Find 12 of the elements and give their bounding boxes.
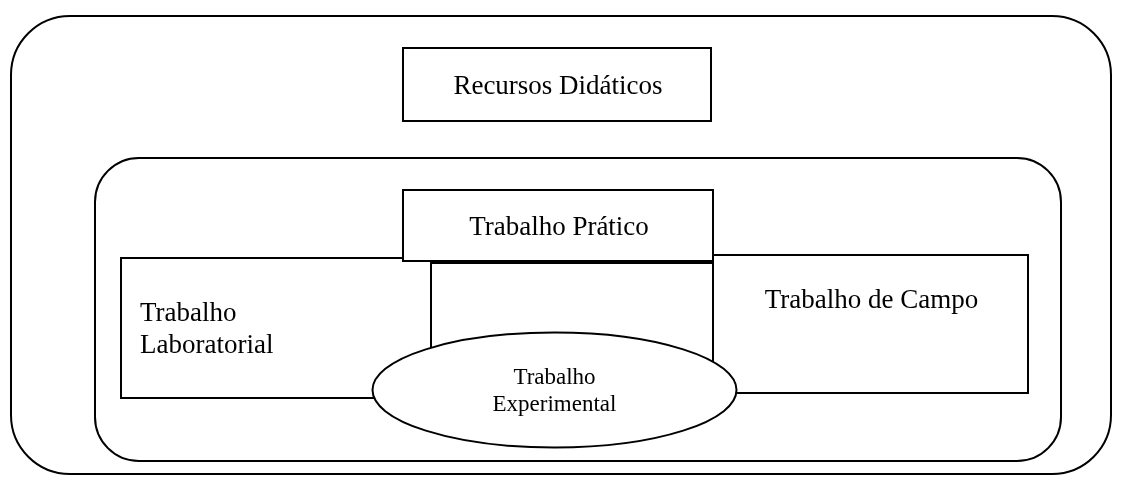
title-box bbox=[402, 47, 712, 122]
outer-rounded-frame bbox=[10, 15, 1112, 475]
box-label: Recursos Didáticos bbox=[452, 68, 664, 101]
ellipse-node bbox=[371, 331, 738, 449]
box-label: Trabalho Prático bbox=[468, 209, 650, 242]
box-label: Trabalho Laboratorial bbox=[140, 295, 275, 361]
category-box bbox=[120, 257, 432, 399]
box-label: Trabalho de Campo bbox=[764, 283, 979, 316]
category-box bbox=[712, 254, 1029, 394]
heading-box bbox=[402, 189, 714, 262]
inner-rounded-frame bbox=[94, 157, 1062, 462]
box-label: Trabalho Experimental bbox=[491, 362, 618, 418]
